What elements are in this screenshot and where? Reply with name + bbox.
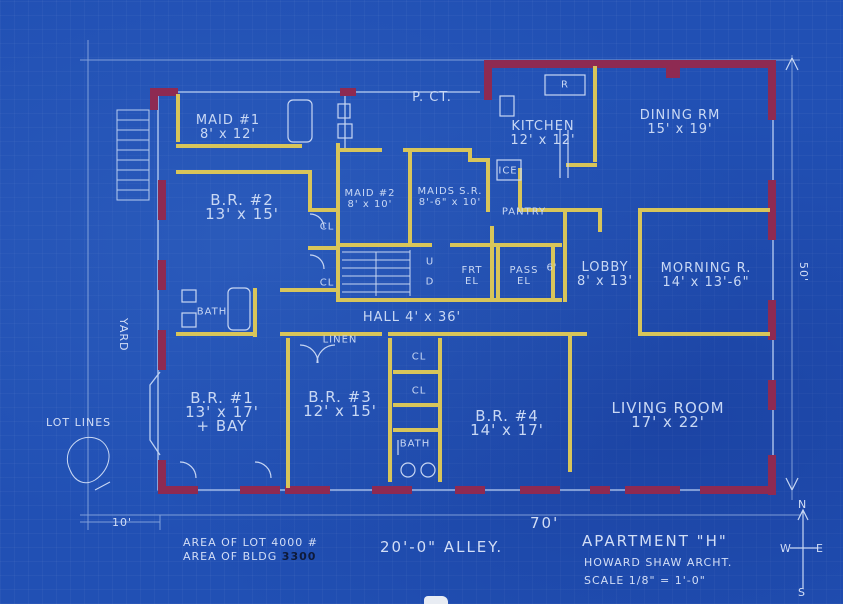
architect-name: HOWARD SHAW ARCHT. (584, 556, 733, 569)
compass-west: W (780, 542, 792, 555)
stair-down-label: D (425, 276, 435, 288)
refrigerator-label: R (561, 79, 569, 91)
area-building-value: 3300 (281, 550, 317, 563)
room-bath-center: BATH (399, 438, 431, 450)
area-building: AREA OF BLDG 3300 (183, 550, 317, 563)
compass-north: N (798, 498, 808, 511)
lot-lines-label: LOT LINES (46, 416, 112, 429)
closet-c: CL (411, 351, 427, 363)
room-bath-left: BATH (196, 306, 228, 318)
closet-a: CL (319, 221, 335, 233)
compass-east: E (816, 542, 824, 555)
room-pantry: PANTRY (501, 206, 547, 218)
linen-closet: LINEN (322, 334, 358, 346)
exterior-walls (150, 60, 776, 495)
interior-stair (342, 250, 411, 296)
porch-label: P. CT. (412, 90, 452, 105)
compass-south: S (798, 586, 806, 599)
closet-d: CL (411, 385, 427, 397)
closet-b: CL (319, 277, 335, 289)
lot-sketch (66, 436, 110, 484)
room-maids-sr: MAIDS S.R.8'-6" x 10' (417, 186, 483, 208)
dimension-six: 6' (546, 262, 558, 274)
fixtures (179, 74, 586, 479)
stair-up-label: U (425, 256, 435, 268)
area-lot: AREA OF LOT 4000 # (183, 536, 318, 549)
drawing-title: APARTMENT "H" (582, 532, 728, 550)
dimension-depth: 50' (797, 262, 810, 283)
room-morning: MORNING R.14' x 13'-6" (660, 261, 752, 290)
dimension-width: 70' (530, 514, 560, 532)
yard-label: YARD (117, 318, 130, 352)
exterior-stair (116, 109, 150, 201)
dimension-left: 10' (112, 516, 133, 529)
room-hall: HALL 4' x 36' (362, 310, 462, 325)
room-ice: ICE (498, 165, 518, 177)
lot-arrow (94, 481, 111, 491)
paper-tear (424, 596, 448, 604)
alley-label: 20'-0" ALLEY. (380, 538, 504, 556)
compass-icon (785, 57, 818, 588)
drawing-scale: SCALE 1/8" = 1'-0" (584, 574, 706, 587)
interior-partitions (176, 66, 770, 488)
